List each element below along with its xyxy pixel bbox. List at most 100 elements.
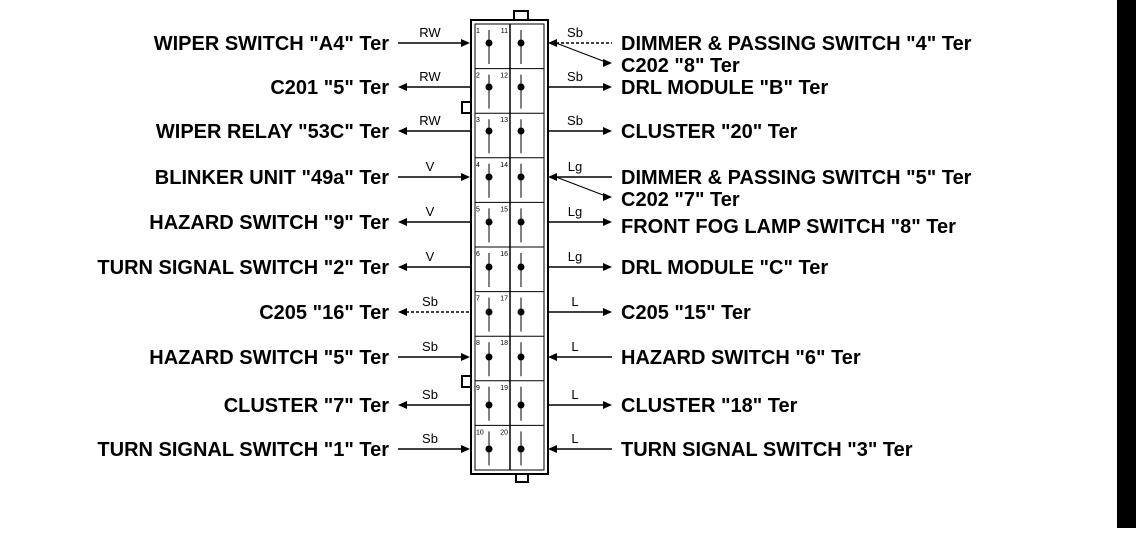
right-terminal-label-secondary: C202 "7" Ter xyxy=(621,189,740,211)
right-wire-arrowhead xyxy=(603,83,612,91)
terminal-dot xyxy=(517,353,525,361)
left-terminal-label: HAZARD SWITCH "9" Ter xyxy=(149,212,389,234)
right-pin-number: 12 xyxy=(500,73,508,80)
left-terminal-label: TURN SIGNAL SWITCH "2" Ter xyxy=(97,257,389,279)
right-pin-number: 18 xyxy=(500,340,508,347)
terminal-dot xyxy=(517,83,525,91)
left-wire-color-code: V xyxy=(426,204,435,219)
left-wire-arrowhead xyxy=(398,218,407,226)
right-terminal-label: HAZARD SWITCH "6" Ter xyxy=(621,347,861,369)
right-wire-color-code: L xyxy=(571,294,578,309)
left-wire-arrowhead xyxy=(398,127,407,135)
right-wire-arrowhead xyxy=(548,445,557,453)
terminal-dot xyxy=(485,353,493,361)
right-wire-color-code: Sb xyxy=(567,113,583,128)
left-pin-number: 8 xyxy=(476,340,480,347)
left-terminal-label: C205 "16" Ter xyxy=(259,302,389,324)
right-wire-arrowhead xyxy=(603,127,612,135)
left-terminal-label: TURN SIGNAL SWITCH "1" Ter xyxy=(97,439,389,461)
left-wire-color-code: V xyxy=(426,159,435,174)
left-terminal-label: C201 "5" Ter xyxy=(270,77,389,99)
terminal-dot xyxy=(485,308,493,316)
left-wire-arrowhead xyxy=(461,173,470,181)
terminal-dot xyxy=(485,127,493,135)
right-wire-arrowhead xyxy=(603,308,612,316)
left-pin-number: 9 xyxy=(476,385,480,392)
terminal-dot xyxy=(517,445,525,453)
right-terminal-label: FRONT FOG LAMP SWITCH "8" Ter xyxy=(621,216,956,238)
left-wire-color-code: Sb xyxy=(422,387,438,402)
right-terminal-label: CLUSTER "20" Ter xyxy=(621,121,798,143)
right-pin-number: 15 xyxy=(500,206,508,213)
left-pin-number: 6 xyxy=(476,251,480,258)
terminal-dot xyxy=(517,127,525,135)
left-wire-color-code: V xyxy=(426,249,435,264)
terminal-dot xyxy=(517,308,525,316)
terminal-dot xyxy=(517,401,525,409)
left-wire-color-code: Sb xyxy=(422,294,438,309)
right-wire-arrowhead xyxy=(603,218,612,226)
left-wire-arrowhead xyxy=(461,445,470,453)
left-wire-color-code: Sb xyxy=(422,431,438,446)
right-terminal-label: DIMMER & PASSING SWITCH "5" Ter xyxy=(621,167,972,189)
left-wire-color-code: RW xyxy=(419,25,441,40)
left-terminal-label: WIPER RELAY "53C" Ter xyxy=(156,121,389,143)
right-terminal-label: C205 "15" Ter xyxy=(621,302,751,324)
right-wire-arrowhead xyxy=(548,39,557,47)
left-pin-number: 7 xyxy=(476,296,480,303)
terminal-dot xyxy=(485,263,493,271)
left-wire-arrowhead xyxy=(398,308,407,316)
left-wire-color-code: RW xyxy=(419,113,441,128)
terminal-dot xyxy=(485,445,493,453)
right-wire-color-code: L xyxy=(571,387,578,402)
right-branch-wire xyxy=(555,42,604,62)
right-wire-arrowhead xyxy=(603,401,612,409)
right-wire-arrowhead xyxy=(548,353,557,361)
connector-top-latch xyxy=(513,10,529,21)
terminal-dot xyxy=(517,39,525,47)
left-terminal-label: WIPER SWITCH "A4" Ter xyxy=(154,33,389,55)
right-wire-arrowhead xyxy=(548,173,557,181)
left-wire-color-code: Sb xyxy=(422,339,438,354)
right-terminal-label-secondary: C202 "8" Ter xyxy=(621,55,740,77)
left-terminal-label: HAZARD SWITCH "5" Ter xyxy=(149,347,389,369)
left-wire-arrowhead xyxy=(398,83,407,91)
left-wire-color-code: RW xyxy=(419,69,441,84)
left-terminal-label: BLINKER UNIT "49a" Ter xyxy=(155,167,389,189)
terminal-dot xyxy=(485,218,493,226)
right-terminal-label: DRL MODULE "B" Ter xyxy=(621,77,828,99)
terminal-dot xyxy=(517,263,525,271)
left-wire-arrowhead xyxy=(461,39,470,47)
right-terminal-label: DRL MODULE "C" Ter xyxy=(621,257,828,279)
right-pin-number: 19 xyxy=(500,385,508,392)
left-pin-number: 10 xyxy=(476,429,484,436)
right-pin-number: 14 xyxy=(500,162,508,169)
scan-edge-bar xyxy=(1117,0,1136,528)
terminal-dot xyxy=(517,173,525,181)
right-terminal-label: CLUSTER "18" Ter xyxy=(621,395,798,417)
left-wire-arrowhead xyxy=(461,353,470,361)
right-branch-arrowhead xyxy=(603,59,612,67)
right-branch-wire xyxy=(555,176,604,196)
right-wire-arrowhead xyxy=(603,263,612,271)
right-wire-color-code: Sb xyxy=(567,69,583,84)
right-pin-number: 20 xyxy=(500,429,508,436)
right-branch-arrowhead xyxy=(603,193,612,201)
left-pin-number: 3 xyxy=(476,117,480,124)
right-pin-number: 16 xyxy=(500,251,508,258)
right-wire-color-code: Sb xyxy=(567,25,583,40)
terminal-dot xyxy=(485,173,493,181)
right-pin-number: 17 xyxy=(500,296,508,303)
left-pin-number: 2 xyxy=(476,73,480,80)
terminal-dot xyxy=(485,401,493,409)
left-wire-arrowhead xyxy=(398,401,407,409)
right-wire-color-code: Lg xyxy=(568,249,582,264)
right-wire-color-code: L xyxy=(571,339,578,354)
right-wire-color-code: Lg xyxy=(568,159,582,174)
right-terminal-label: TURN SIGNAL SWITCH "3" Ter xyxy=(621,439,913,461)
right-wire-color-code: Lg xyxy=(568,204,582,219)
left-pin-number: 5 xyxy=(476,206,480,213)
right-pin-number: 11 xyxy=(501,28,508,35)
